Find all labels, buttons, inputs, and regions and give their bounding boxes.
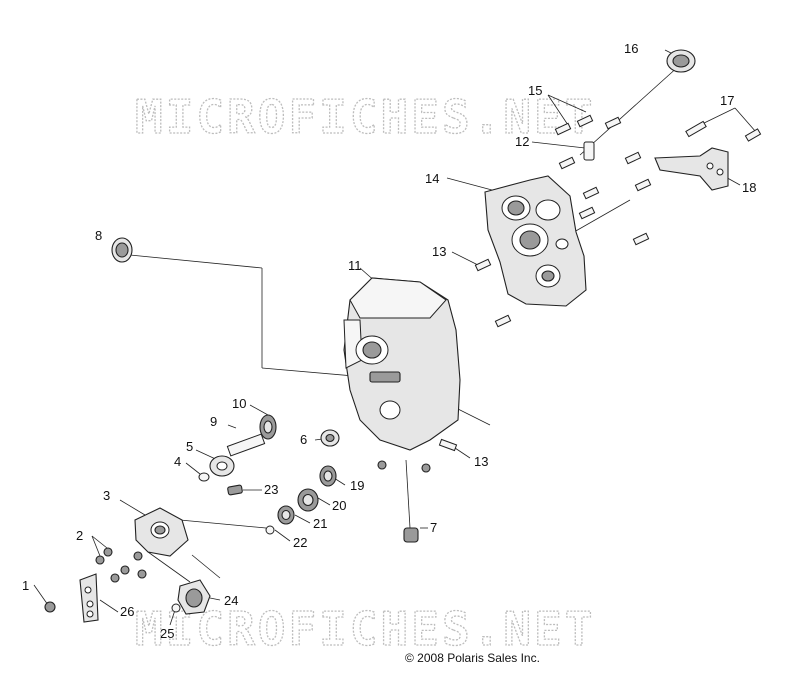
part-16-seal [666, 49, 696, 73]
callout-9: 9 [210, 414, 217, 429]
part-20-gear [297, 488, 319, 512]
part-1-nut [44, 601, 56, 613]
cover-bolts [474, 151, 652, 328]
callout-26: 26 [120, 604, 134, 619]
copyright-notice: © 2008 Polaris Sales Inc. [405, 651, 540, 665]
callout-12: 12 [515, 134, 529, 149]
callout-11: 11 [348, 258, 362, 273]
part-19-gear [319, 465, 337, 487]
callout-17: 17 [720, 93, 734, 108]
part-17-bolts [685, 120, 762, 142]
callout-14: 14 [425, 171, 439, 186]
callout-6: 6 [300, 432, 307, 447]
callout-4: 4 [174, 454, 181, 469]
part-24-mount [177, 579, 211, 615]
callout-3: 3 [103, 488, 110, 503]
part-15-bolts [554, 114, 622, 136]
part-6-bushing [320, 429, 340, 447]
callout-13-bottom: 13 [474, 454, 488, 469]
part-25-spacer [171, 603, 181, 613]
part-8-seal [111, 237, 133, 263]
watermark-bottom: MICROFICHES.NET [135, 602, 595, 656]
callout-18: 18 [742, 180, 756, 195]
part-5-holder [209, 455, 235, 477]
part-10-gear [259, 414, 277, 440]
callout-25: 25 [160, 626, 174, 641]
callout-10: 10 [232, 396, 246, 411]
callout-24: 24 [224, 593, 238, 608]
watermark-top: MICROFICHES.NET [135, 90, 595, 144]
callout-21: 21 [313, 516, 327, 531]
callout-16: 16 [624, 41, 638, 56]
part-26-strap [79, 573, 99, 623]
part-13-bolt [438, 438, 458, 452]
callout-labels: 16 15 12 17 18 14 13 8 11 10 9 6 13 5 4 … [22, 41, 756, 641]
callout-2: 2 [76, 528, 83, 543]
part-9-shaft [226, 433, 266, 457]
part-4-ring [198, 472, 210, 482]
callout-7: 7 [430, 520, 437, 535]
callout-13-top: 13 [432, 244, 446, 259]
callout-22: 22 [293, 535, 307, 550]
callout-1: 1 [22, 578, 29, 593]
callout-19: 19 [350, 478, 364, 493]
callout-20: 20 [332, 498, 346, 513]
part-12-fitting [583, 141, 595, 161]
callout-15: 15 [528, 83, 542, 98]
part-18-bracket [654, 147, 729, 191]
callout-23: 23 [264, 482, 278, 497]
part-7-cap [403, 527, 419, 543]
part-22-washer [265, 525, 275, 535]
callout-8: 8 [95, 228, 102, 243]
part-3-mount [134, 507, 189, 557]
part-14-cover [484, 175, 587, 307]
part-21-gear [277, 505, 295, 525]
callout-5: 5 [186, 439, 193, 454]
part-23-spring [227, 484, 243, 496]
part-11-gearcase [343, 277, 461, 451]
nuts [377, 460, 431, 473]
part-2-bolts [95, 547, 147, 583]
